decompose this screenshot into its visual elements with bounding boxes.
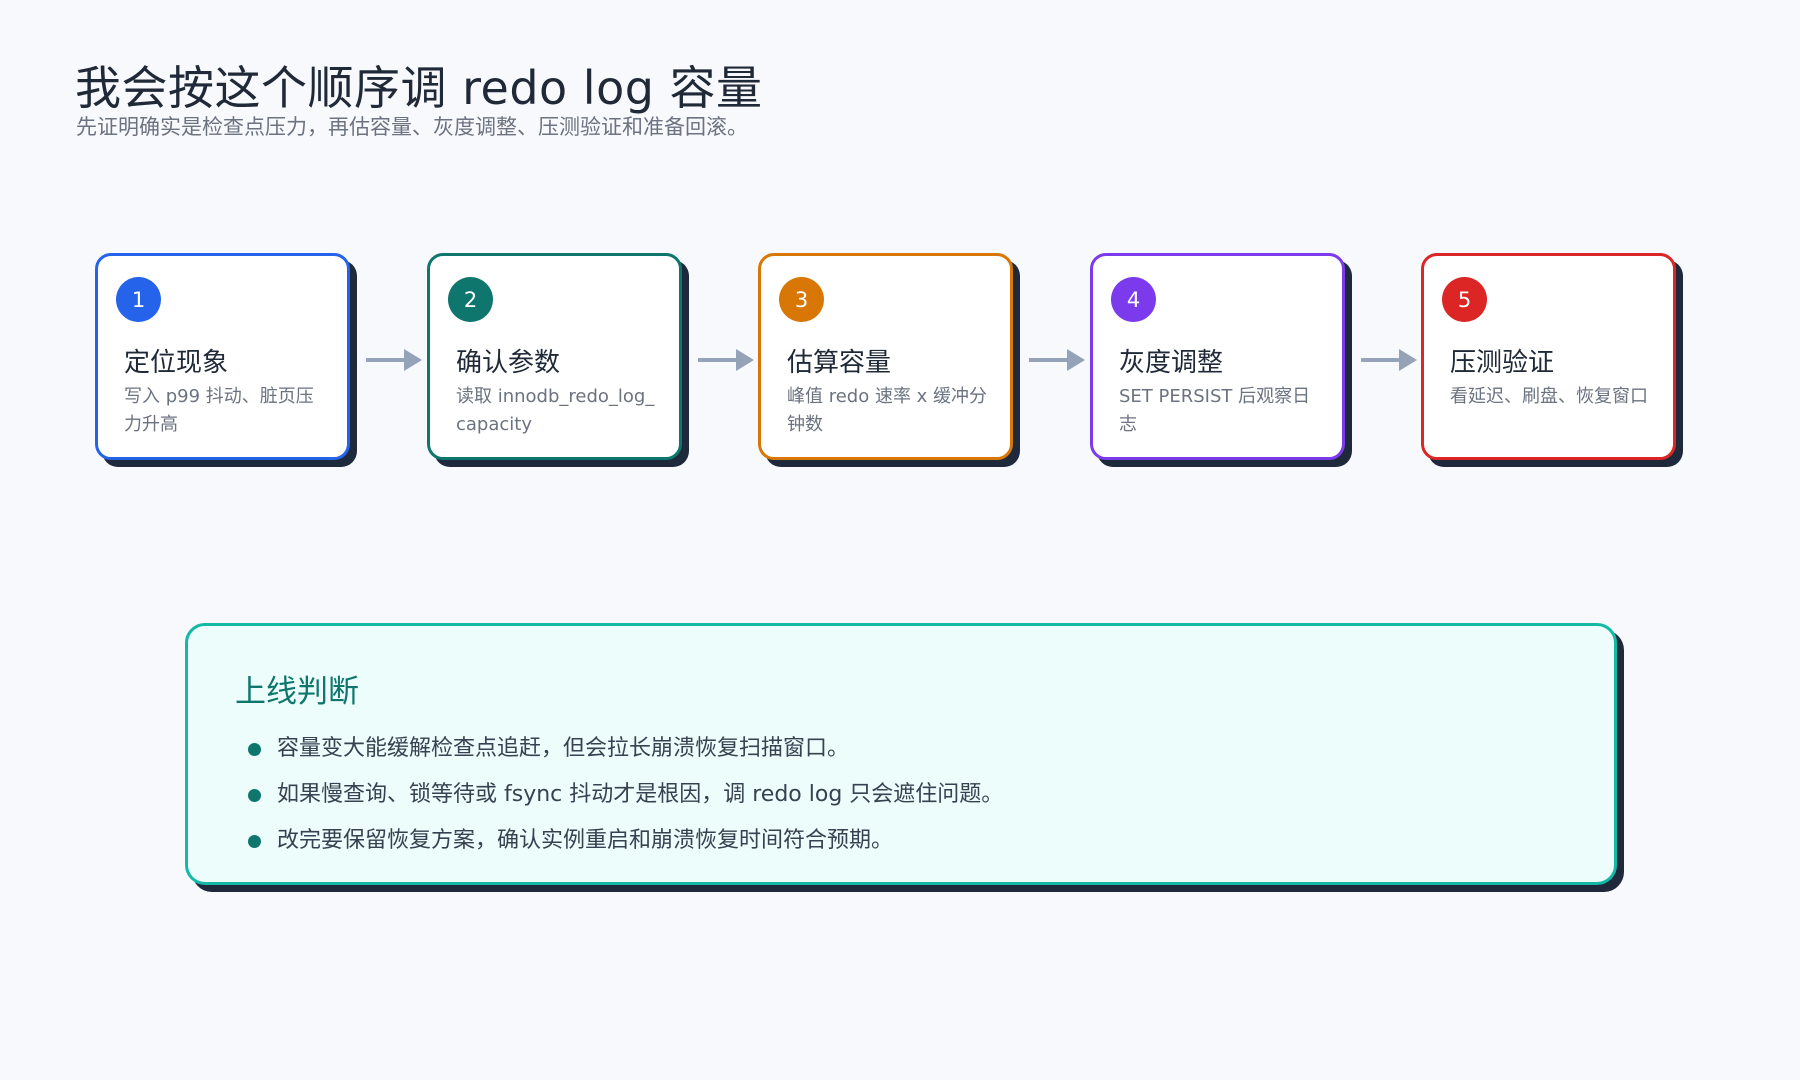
- panel-title: 上线判断: [235, 674, 359, 710]
- decision-panel: 上线判断 容量变大能缓解检查点追赶，但会拉长崩溃恢复扫描窗口。 如果慢查询、锁等…: [185, 623, 1617, 885]
- step-card-4: 4 灰度调整 SET PERSIST 后观察日志: [1090, 253, 1345, 460]
- step-title: 压测验证: [1450, 348, 1555, 378]
- bullet-dot-icon: [248, 743, 261, 756]
- step-description: 看延迟、刷盘、恢复窗口: [1450, 386, 1648, 407]
- arrow-right-icon: [366, 349, 422, 371]
- arrow-right-icon: [698, 349, 754, 371]
- step-description: SET PERSIST 后观察日志: [1119, 386, 1311, 435]
- step-number-badge: 3: [779, 277, 824, 322]
- process-flow: 1 定位现象 写入 p99 抖动、脏页压力升高 2 确认参数 读取 innodb…: [0, 253, 1800, 473]
- step-title: 灰度调整: [1119, 348, 1224, 378]
- list-item-text: 改完要保留恢复方案，确认实例重启和崩溃恢复时间符合预期。: [277, 828, 894, 853]
- step-number-badge: 1: [116, 277, 161, 322]
- bullet-list: 容量变大能缓解检查点追赶，但会拉长崩溃恢复扫描窗口。 如果慢查询、锁等待或 fs…: [248, 726, 1003, 864]
- arrow-right-icon: [1029, 349, 1085, 371]
- step-description: 写入 p99 抖动、脏页压力升高: [124, 386, 314, 435]
- step-title: 定位现象: [124, 348, 229, 378]
- arrow-right-icon: [1361, 349, 1417, 371]
- step-number-badge: 2: [448, 277, 493, 322]
- step-card-1: 1 定位现象 写入 p99 抖动、脏页压力升高: [95, 253, 350, 460]
- step-card-5: 5 压测验证 看延迟、刷盘、恢复窗口: [1421, 253, 1676, 460]
- step-number-badge: 5: [1442, 277, 1487, 322]
- page-subtitle: 先证明确实是检查点压力，再估容量、灰度调整、压测验证和准备回滚。: [76, 115, 748, 139]
- step-card-2: 2 确认参数 读取 innodb_redo_log_capacity: [427, 253, 682, 460]
- list-item-text: 容量变大能缓解检查点追赶，但会拉长崩溃恢复扫描窗口。: [277, 736, 850, 761]
- list-item: 如果慢查询、锁等待或 fsync 抖动才是根因，调 redo log 只会遮住问…: [248, 772, 1003, 818]
- step-title: 估算容量: [787, 348, 892, 378]
- step-number-badge: 4: [1111, 277, 1156, 322]
- step-description: 读取 innodb_redo_log_capacity: [456, 386, 655, 435]
- step-title: 确认参数: [456, 348, 561, 378]
- step-card-3: 3 估算容量 峰值 redo 速率 x 缓冲分钟数: [758, 253, 1013, 460]
- step-description: 峰值 redo 速率 x 缓冲分钟数: [787, 386, 988, 435]
- list-item: 容量变大能缓解检查点追赶，但会拉长崩溃恢复扫描窗口。: [248, 726, 1003, 772]
- bullet-dot-icon: [248, 789, 261, 802]
- page-title: 我会按这个顺序调 redo log 容量: [75, 61, 763, 115]
- list-item: 改完要保留恢复方案，确认实例重启和崩溃恢复时间符合预期。: [248, 818, 1003, 864]
- bullet-dot-icon: [248, 835, 261, 848]
- list-item-text: 如果慢查询、锁等待或 fsync 抖动才是根因，调 redo log 只会遮住问…: [277, 782, 1004, 807]
